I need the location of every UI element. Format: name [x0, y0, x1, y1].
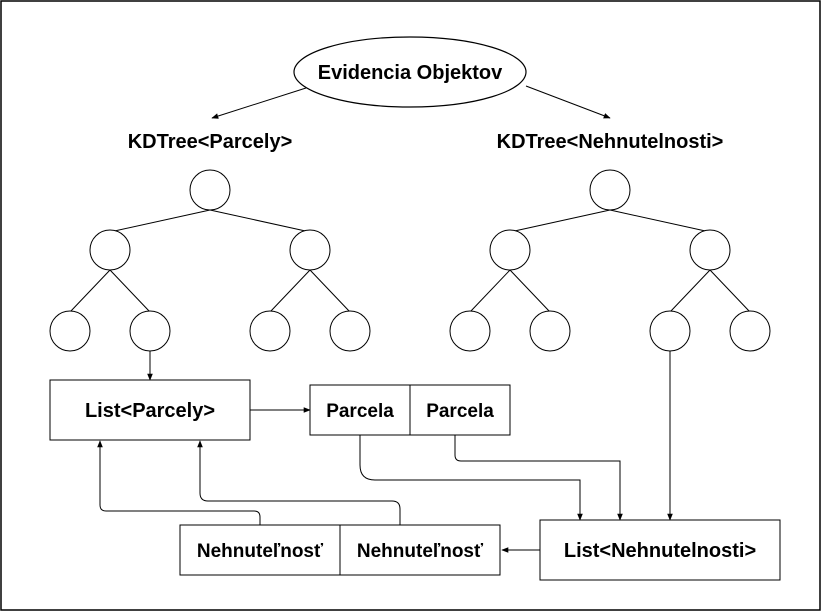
right-tree-label: KDTree<Nehnutelnosti> [497, 131, 724, 153]
tree-node [689, 229, 731, 271]
nehnutelnost-box-2: Nehnuteľnosť [339, 524, 501, 576]
parcela-box-2: Parcela [409, 384, 511, 436]
tree-node [449, 310, 491, 352]
root-node: Evidencia Objektov [293, 36, 527, 108]
nehnutelnost-1-label: Nehnuteľnosť [197, 541, 324, 562]
nehnutelnost-1-to-list-parcely-arrow [97, 440, 261, 525]
tree-node [489, 229, 531, 271]
parcela-box-1: Parcela [309, 384, 411, 436]
left-tree-label: KDTree<Parcely> [128, 131, 293, 153]
nehnutelnost-box-1: Nehnuteľnosť [179, 524, 341, 576]
nehnutelnost-2-to-list-parcely-arrow [197, 440, 401, 525]
tree-node [729, 310, 771, 352]
parcela-1-to-list-nehnutelnosti-arrow [359, 435, 583, 521]
tree-node [49, 310, 91, 352]
list-parcely-box: List<Parcely> [49, 379, 251, 441]
tree-node [529, 310, 571, 352]
tree-node [329, 310, 371, 352]
tree-node [89, 229, 131, 271]
nehnutelnost-2-label: Nehnuteľnosť [357, 541, 484, 562]
root-to-right-tree-arrow [525, 85, 611, 119]
list-nehnutelnosti-box: List<Nehnutelnosti> [539, 519, 781, 581]
parcela-2-to-list-nehnutelnosti-arrow [454, 435, 623, 521]
tree-node [129, 310, 171, 352]
parcela-2-label: Parcela [426, 401, 494, 422]
left-tree [49, 169, 371, 352]
root-to-left-tree-arrow [211, 87, 307, 119]
list-nehnutelnosti-label: List<Nehnutelnosti> [564, 540, 756, 562]
tree-node [249, 310, 291, 352]
tree-node [189, 169, 231, 211]
tree-node [649, 310, 691, 352]
list-parcely-label: List<Parcely> [85, 400, 215, 422]
root-label: Evidencia Objektov [318, 62, 503, 84]
tree-node [289, 229, 331, 271]
parcela-1-label: Parcela [326, 401, 394, 422]
tree-node [589, 169, 631, 211]
